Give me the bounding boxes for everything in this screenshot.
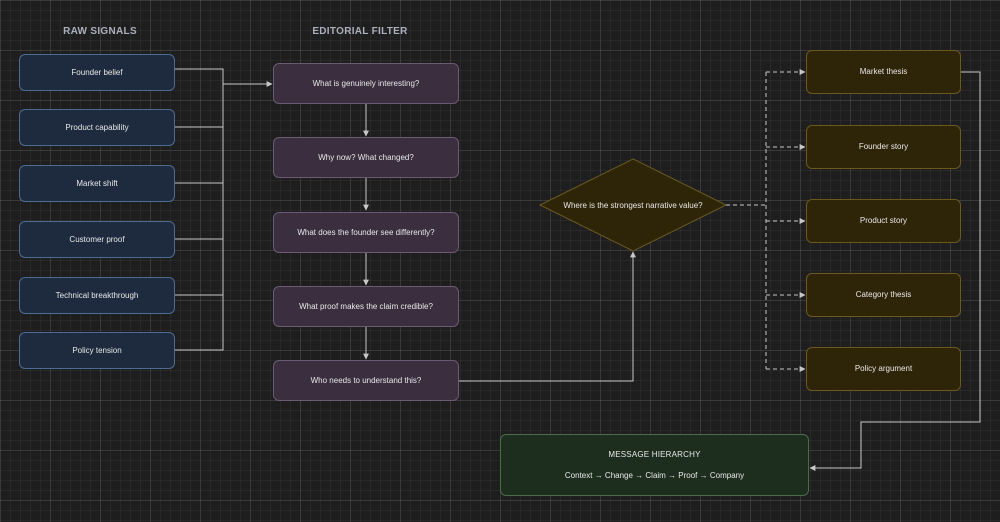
edge-filter-to-decision — [459, 251, 636, 382]
signal-technical-breakthrough[interactable]: Technical breakthrough — [19, 277, 175, 314]
signal-market-shift[interactable]: Market shift — [19, 165, 175, 202]
outcome-product-story[interactable]: Product story — [806, 199, 961, 243]
outcome-founder-story[interactable]: Founder story — [806, 125, 961, 169]
signal-edges — [175, 68, 273, 351]
outcome-market-thesis[interactable]: Market thesis — [806, 50, 961, 94]
outcome-policy-argument[interactable]: Policy argument — [806, 347, 961, 391]
decision-diamond — [538, 158, 728, 252]
filter-why-now[interactable]: Why now? What changed? — [273, 137, 459, 178]
filter-genuinely-interesting[interactable]: What is genuinely interesting? — [273, 63, 459, 104]
edge-signal-5 — [175, 84, 224, 351]
edge-to-hierarchy — [809, 71, 981, 471]
signal-customer-proof[interactable]: Customer proof — [19, 221, 175, 258]
editorial-filter-header: EDITORIAL FILTER — [312, 26, 408, 37]
signal-policy-tension[interactable]: Policy tension — [19, 332, 175, 369]
message-hierarchy-title: MESSAGE HIERARCHY — [608, 449, 701, 459]
outcome-edges — [726, 69, 806, 372]
filter-founder-sees-differently[interactable]: What does the founder see differently? — [273, 212, 459, 253]
filter-edges — [363, 104, 636, 382]
signal-product-capability[interactable]: Product capability — [19, 109, 175, 146]
message-hierarchy-sequence: Context → Change → Claim → Proof → Compa… — [564, 470, 745, 480]
raw-signals-header: RAW SIGNALS — [63, 26, 137, 37]
edge-signal-0 — [175, 68, 273, 87]
message-hierarchy-box[interactable]: MESSAGE HIERARCHY Context → Change → Cla… — [500, 434, 809, 496]
filter-proof-credible[interactable]: What proof makes the claim credible? — [273, 286, 459, 327]
signal-founder-belief[interactable]: Founder belief — [19, 54, 175, 91]
filter-who-needs-to-understand[interactable]: Who needs to understand this? — [273, 360, 459, 401]
decision-label[interactable]: Where is the strongest narrative value? — [563, 200, 703, 210]
outcome-category-thesis[interactable]: Category thesis — [806, 273, 961, 317]
